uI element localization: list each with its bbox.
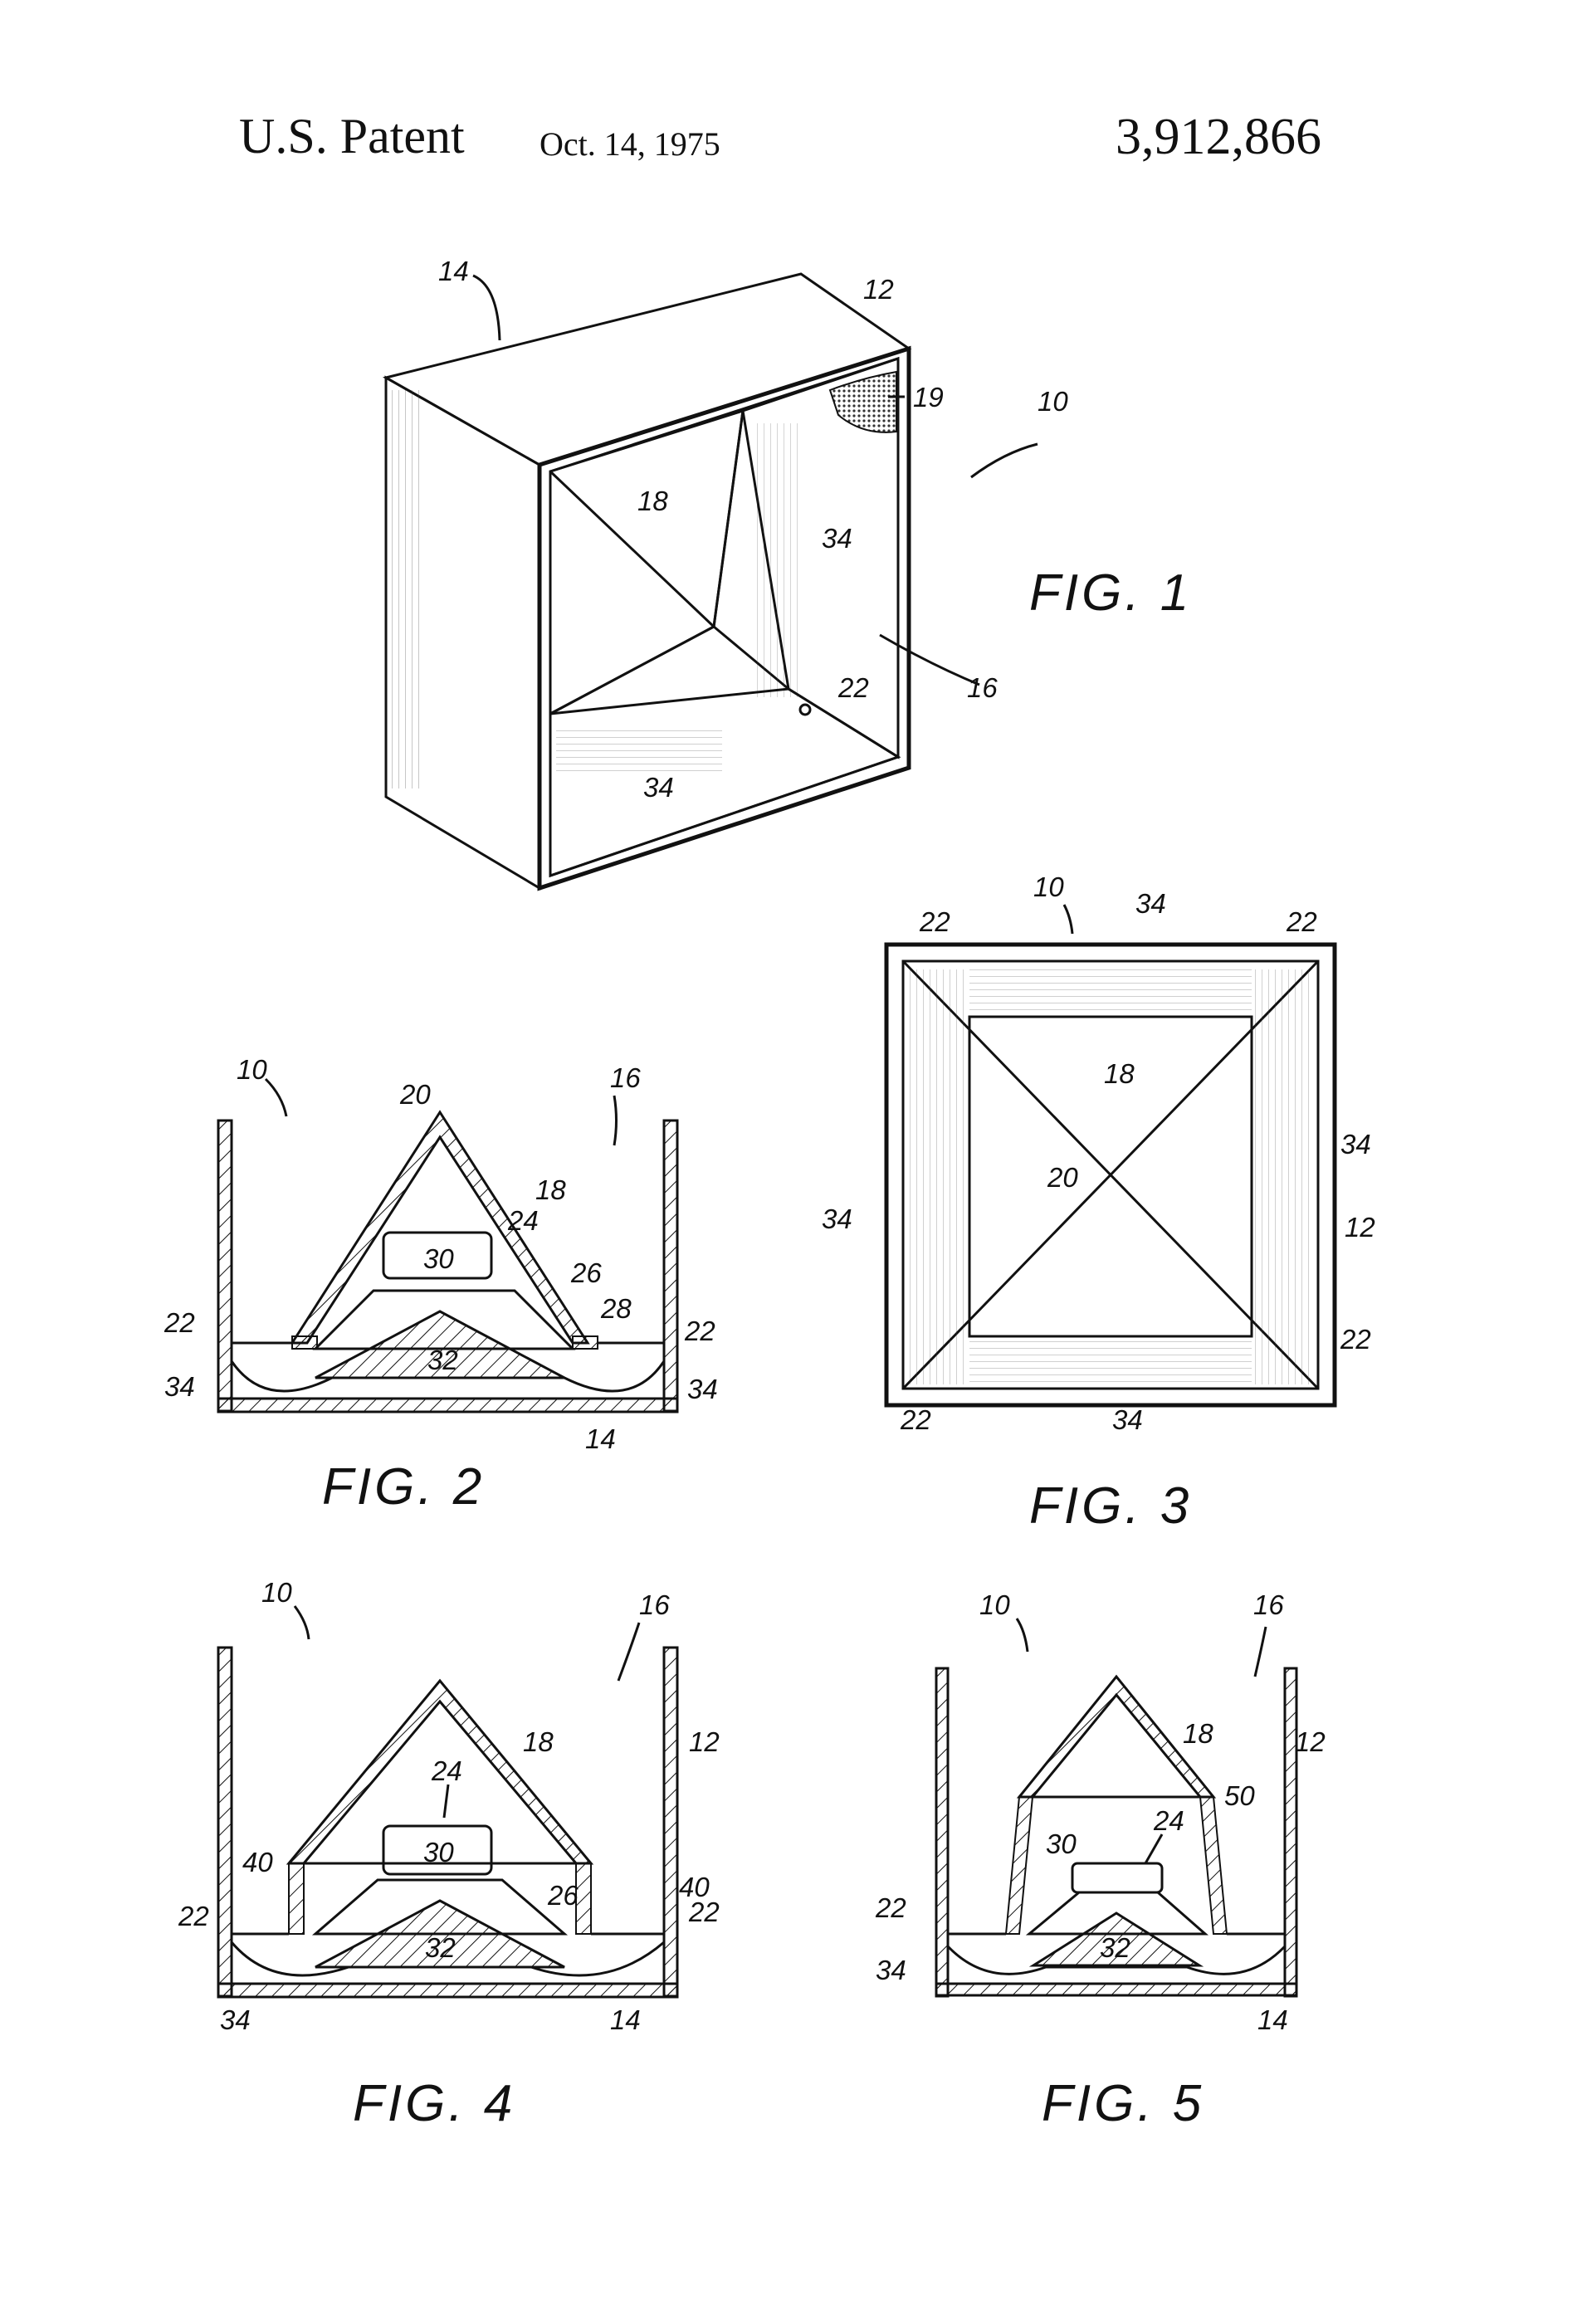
fig3-label-34b: 34 <box>1340 1129 1371 1160</box>
patent-header-title: U.S. Patent <box>239 109 465 164</box>
fig4-label-18: 18 <box>523 1726 554 1757</box>
fig4-label-40b: 40 <box>679 1872 710 1902</box>
fig4-label-34: 34 <box>220 2004 251 2035</box>
fig4-label-26: 26 <box>547 1880 579 1911</box>
figure-2: 10 20 16 18 24 30 26 28 22 22 32 34 34 1… <box>164 1054 718 1516</box>
fig2-label-22a: 22 <box>164 1307 195 1338</box>
fig1-label-10: 10 <box>1038 386 1068 417</box>
fig4-label-40a: 40 <box>242 1847 273 1877</box>
fig2-label-20: 20 <box>399 1079 431 1110</box>
fig3-label-22b: 22 <box>1286 906 1317 937</box>
fig1-title: FIG. 1 <box>1029 564 1192 622</box>
fig2-label-32: 32 <box>427 1345 458 1375</box>
fig2-label-34a: 34 <box>164 1371 195 1402</box>
fig2-label-24: 24 <box>507 1205 539 1236</box>
fig3-label-22d: 22 <box>900 1404 931 1435</box>
fig5-label-34: 34 <box>876 1955 906 1985</box>
fig2-title: FIG. 2 <box>322 1458 485 1516</box>
fig4-title: FIG. 4 <box>353 2075 515 2132</box>
figure-4: 10 16 12 18 24 30 40 26 40 22 22 32 34 1… <box>178 1577 720 2132</box>
fig2-label-16: 16 <box>610 1062 641 1093</box>
fig1-label-19: 19 <box>913 382 944 413</box>
fig5-title: FIG. 5 <box>1042 2075 1204 2132</box>
fig2-label-34b: 34 <box>687 1374 718 1404</box>
fig5-label-10: 10 <box>979 1589 1010 1620</box>
fig5-label-16: 16 <box>1253 1589 1284 1620</box>
fig2-label-30: 30 <box>423 1243 454 1274</box>
patent-header-date: Oct. 14, 1975 <box>540 125 720 163</box>
fig3-label-22a: 22 <box>919 906 950 937</box>
patent-number: 3,912,866 <box>1116 109 1321 165</box>
fig4-label-30: 30 <box>423 1837 454 1868</box>
figure-5: 10 16 18 12 50 24 30 22 32 34 14 FIG. 5 <box>875 1589 1326 2132</box>
fig3-label-20: 20 <box>1047 1162 1078 1193</box>
fig4-label-14: 14 <box>610 2004 641 2035</box>
fig4-label-10: 10 <box>261 1577 292 1608</box>
fig5-label-12: 12 <box>1295 1726 1326 1757</box>
fig4-label-32: 32 <box>425 1932 456 1963</box>
fig3-label-34a: 34 <box>1135 888 1166 919</box>
fig1-label-12: 12 <box>863 274 894 305</box>
fig3-label-34c: 34 <box>822 1204 852 1234</box>
fig4-label-22b: 22 <box>688 1897 720 1927</box>
fig4-label-16: 16 <box>639 1589 670 1620</box>
fig2-label-10: 10 <box>237 1054 267 1085</box>
fig5-label-50: 50 <box>1224 1780 1255 1811</box>
fig1-label-16: 16 <box>967 672 998 703</box>
fig3-title: FIG. 3 <box>1029 1477 1192 1535</box>
figure-3: 10 22 34 22 18 20 34 34 12 22 22 34 FIG.… <box>822 872 1375 1535</box>
fig2-label-18: 18 <box>535 1174 566 1205</box>
fig1-label-18: 18 <box>637 486 668 516</box>
fig5-label-18: 18 <box>1183 1718 1213 1749</box>
fig3-label-10: 10 <box>1033 872 1064 902</box>
fig1-label-34b: 34 <box>643 772 674 803</box>
fig1-label-22: 22 <box>837 672 869 703</box>
fig5-label-30: 30 <box>1046 1828 1077 1859</box>
fig4-label-12: 12 <box>689 1726 720 1757</box>
figure-1: 14 12 19 10 18 34 16 22 34 FIG. 1 <box>382 256 1192 891</box>
fig3-label-34d: 34 <box>1112 1404 1143 1435</box>
fig4-label-24: 24 <box>431 1755 462 1786</box>
fig5-label-32: 32 <box>1100 1932 1130 1963</box>
fig5-label-14: 14 <box>1257 2004 1288 2035</box>
fig1-label-34a: 34 <box>822 523 852 554</box>
fig4-label-22a: 22 <box>178 1901 209 1931</box>
fig2-label-22b: 22 <box>684 1316 715 1346</box>
fig3-label-22c: 22 <box>1340 1324 1371 1355</box>
fig2-label-28: 28 <box>600 1293 632 1324</box>
fig5-label-24: 24 <box>1153 1805 1184 1836</box>
fig2-label-14: 14 <box>585 1423 616 1454</box>
fig5-label-22: 22 <box>875 1892 906 1923</box>
fig3-label-18: 18 <box>1104 1058 1135 1089</box>
fig1-label-14: 14 <box>438 256 469 286</box>
fig3-label-12: 12 <box>1345 1212 1375 1243</box>
fig2-label-26: 26 <box>570 1257 602 1288</box>
